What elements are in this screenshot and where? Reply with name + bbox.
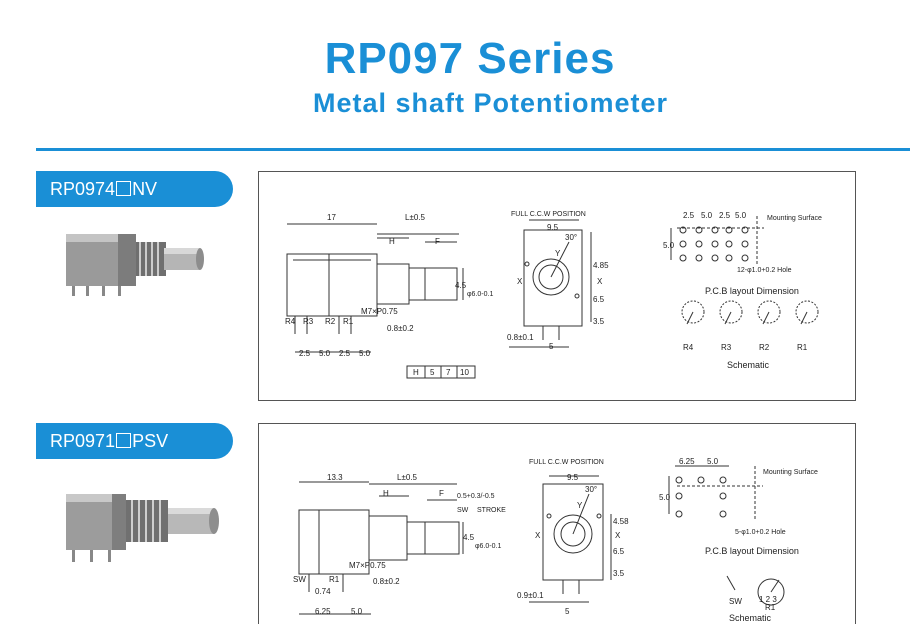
front-y: Y: [555, 249, 561, 258]
pcb-side: 5.0: [659, 493, 671, 502]
page-title: RP097 Series: [324, 34, 616, 83]
front-angle: 30°: [585, 485, 597, 494]
dim-f: F: [435, 237, 440, 246]
technical-drawing: 17 L±0.5 H F 4.5 φ6.0-0.1 M7×P0.75 0.8±0…: [285, 211, 822, 379]
front-3-5: 3.5: [593, 317, 605, 326]
variant-box-icon: [116, 181, 132, 196]
pin-r1: R1: [329, 575, 340, 584]
front-4-58: 4.58: [613, 517, 629, 526]
front-label: FULL C.C.W POSITION: [511, 211, 586, 218]
dim-4-5: 4.5: [463, 533, 475, 542]
technical-drawing: 13.3 L±0.5 H F 0.5+0.3/-0.5 SW STROKE 4.…: [293, 457, 818, 623]
product-photo-rp0971psv: [66, 494, 219, 562]
pin-sw: SW: [293, 575, 306, 584]
sch-sw: SW: [729, 597, 742, 606]
front-6-5: 6.5: [593, 295, 605, 304]
dim-diameter: φ6.0-0.1: [475, 543, 501, 550]
model-prefix: RP0974: [50, 179, 116, 199]
table-7: 7: [446, 368, 451, 377]
pcb-side: 5.0: [663, 241, 675, 250]
header-rule: [36, 148, 910, 151]
front-9-5: 9.5: [567, 473, 579, 482]
front-3-5: 3.5: [613, 569, 625, 578]
front-x-left: X: [535, 531, 541, 540]
pcb-2-5a: 2.5: [683, 211, 695, 220]
dim-4-5: 4.5: [455, 281, 467, 290]
page-subtitle: Metal shaft Potentiometer: [313, 88, 669, 118]
spacing-2-5b: 2.5: [339, 349, 351, 358]
table-10: 10: [460, 368, 469, 377]
front-5: 5: [565, 607, 570, 616]
spacing-6-25: 6.25: [315, 607, 331, 616]
pcb-hole: 12-φ1.0+0.2 Hole: [737, 267, 792, 274]
schematic-label: Schematic: [727, 360, 770, 370]
front-5: 5: [549, 342, 554, 351]
drawing-panel-rp0974nv: 17 L±0.5 H F 4.5 φ6.0-0.1 M7×P0.75 0.8±0…: [258, 171, 856, 401]
front-pin: 0.8±0.1: [507, 333, 534, 342]
spacing-2-5a: 2.5: [299, 349, 311, 358]
front-x-right: X: [615, 531, 621, 540]
front-x-left: X: [517, 277, 523, 286]
dim-l: L±0.5: [397, 473, 418, 482]
dim-thread: M7×P0.75: [349, 561, 386, 570]
model-tab-rp0974nv: RP0974 NV: [36, 171, 233, 207]
sch-r2: R2: [759, 343, 770, 352]
dim-pin: 0.8±0.2: [373, 577, 400, 586]
dim-l: L±0.5: [405, 213, 426, 222]
front-4-85: 4.85: [593, 261, 609, 270]
front-9-5: 9.5: [547, 223, 559, 232]
variant-box-icon: [116, 433, 132, 448]
front-label: FULL C.C.W POSITION: [529, 459, 604, 466]
dim-h: H: [389, 237, 395, 246]
sch-r4: R4: [683, 343, 694, 352]
dim-stroke-value: 0.5+0.3/-0.5: [457, 493, 495, 500]
dim-sw: SW: [457, 507, 469, 514]
dim-17: 17: [327, 213, 336, 222]
spacing-5-0b: 5.0: [359, 349, 371, 358]
pcb-5-0a: 5.0: [701, 211, 713, 220]
pcb-mounting: Mounting Surface: [767, 215, 822, 222]
pcb-6-25: 6.25: [679, 457, 695, 466]
pcb-2-5b: 2.5: [719, 211, 731, 220]
pcb-hole: 5-φ1.0+0.2 Hole: [735, 529, 786, 536]
schematic-label: Schematic: [729, 613, 772, 623]
front-6-5: 6.5: [613, 547, 625, 556]
dim-13-3: 13.3: [327, 473, 343, 482]
product-photo-rp0974nv: [66, 234, 204, 296]
sch-r1: R1: [797, 343, 808, 352]
table-h: H: [413, 368, 419, 377]
pin-r3: R3: [303, 317, 314, 326]
dim-h: H: [383, 489, 389, 498]
dim-pin: 0.8±0.2: [387, 324, 414, 333]
model-suffix: NV: [132, 179, 158, 199]
sch-r1: R1: [765, 603, 776, 612]
model-suffix: PSV: [132, 431, 169, 451]
pcb-layout-title: P.C.B layout Dimension: [705, 286, 799, 296]
table-5: 5: [430, 368, 435, 377]
sch-pins: 1 2 3: [759, 595, 777, 604]
model-tab-rp0971psv: RP0971 PSV: [36, 423, 233, 459]
spacing-5-0a: 5.0: [319, 349, 331, 358]
pcb-layout-title: P.C.B layout Dimension: [705, 546, 799, 556]
pcb-5-0: 5.0: [707, 457, 719, 466]
model-prefix: RP0971: [50, 431, 116, 451]
dim-0-74: 0.74: [315, 587, 331, 596]
dim-stroke: STROKE: [477, 507, 506, 514]
front-angle: 30°: [565, 233, 577, 242]
spacing-5-0: 5.0: [351, 607, 363, 616]
front-y: Y: [577, 501, 583, 510]
dim-thread: M7×P0.75: [361, 307, 398, 316]
sch-r3: R3: [721, 343, 732, 352]
pcb-mounting: Mounting Surface: [763, 469, 818, 476]
front-x-right: X: [597, 277, 603, 286]
front-pin: 0.9±0.1: [517, 591, 544, 600]
pin-r1: R1: [343, 317, 354, 326]
drawing-panel-rp0971psv: 13.3 L±0.5 H F 0.5+0.3/-0.5 SW STROKE 4.…: [258, 423, 856, 624]
dim-f: F: [439, 489, 444, 498]
pin-r4: R4: [285, 317, 296, 326]
pcb-5-0b: 5.0: [735, 211, 747, 220]
dim-diameter: φ6.0-0.1: [467, 291, 493, 298]
pin-r2: R2: [325, 317, 336, 326]
